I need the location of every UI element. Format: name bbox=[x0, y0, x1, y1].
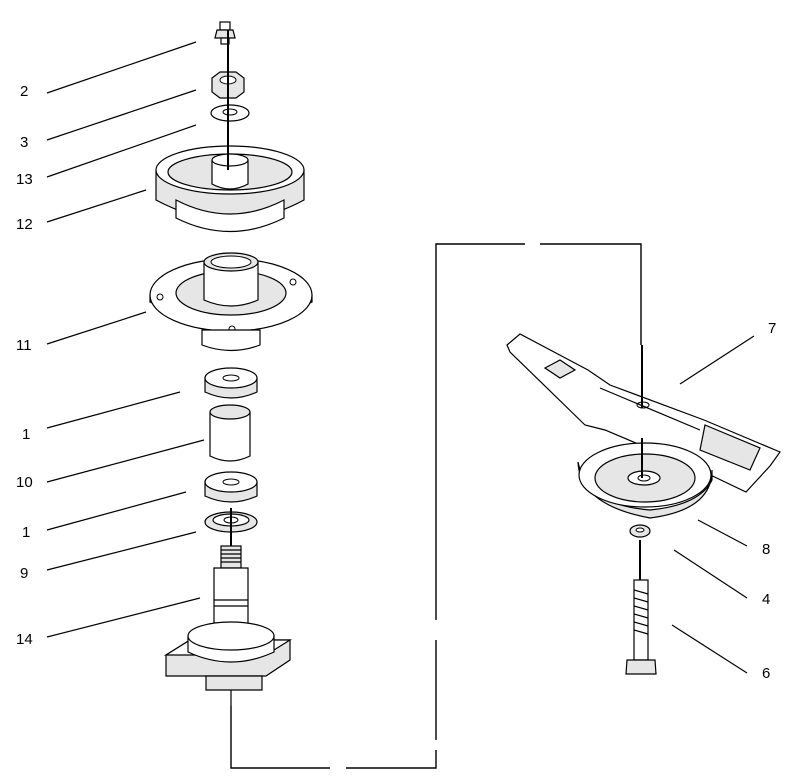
pulley bbox=[155, 145, 305, 232]
spindle-housing bbox=[149, 252, 313, 352]
lock-washer bbox=[629, 524, 651, 538]
callout-12: 12 bbox=[16, 216, 33, 233]
leader-lines bbox=[46, 41, 755, 674]
bearing-upper bbox=[204, 367, 258, 399]
spindle-mount-base bbox=[163, 621, 293, 706]
grease-fitting bbox=[214, 21, 236, 45]
bearing-lower bbox=[204, 471, 258, 503]
callout-1-upper: 1 bbox=[22, 426, 31, 443]
callout-3: 3 bbox=[20, 134, 29, 151]
callout-6: 6 bbox=[762, 665, 771, 682]
callout-8: 8 bbox=[762, 541, 771, 558]
blade-bolt bbox=[625, 579, 657, 675]
callout-14: 14 bbox=[16, 631, 33, 648]
callout-1-lower: 1 bbox=[22, 524, 31, 541]
callout-11: 11 bbox=[16, 337, 32, 354]
cutting-blade bbox=[506, 333, 781, 493]
callout-7: 7 bbox=[768, 320, 777, 337]
spacer-tube bbox=[209, 404, 251, 462]
callout-13: 13 bbox=[16, 171, 33, 188]
callout-2: 2 bbox=[20, 83, 29, 100]
blade-stiffener bbox=[577, 442, 713, 519]
assembly-connector-line bbox=[230, 243, 642, 769]
washer-top bbox=[210, 104, 250, 122]
callout-9: 9 bbox=[20, 565, 29, 582]
callout-4: 4 bbox=[762, 591, 771, 608]
callout-10: 10 bbox=[16, 474, 33, 491]
